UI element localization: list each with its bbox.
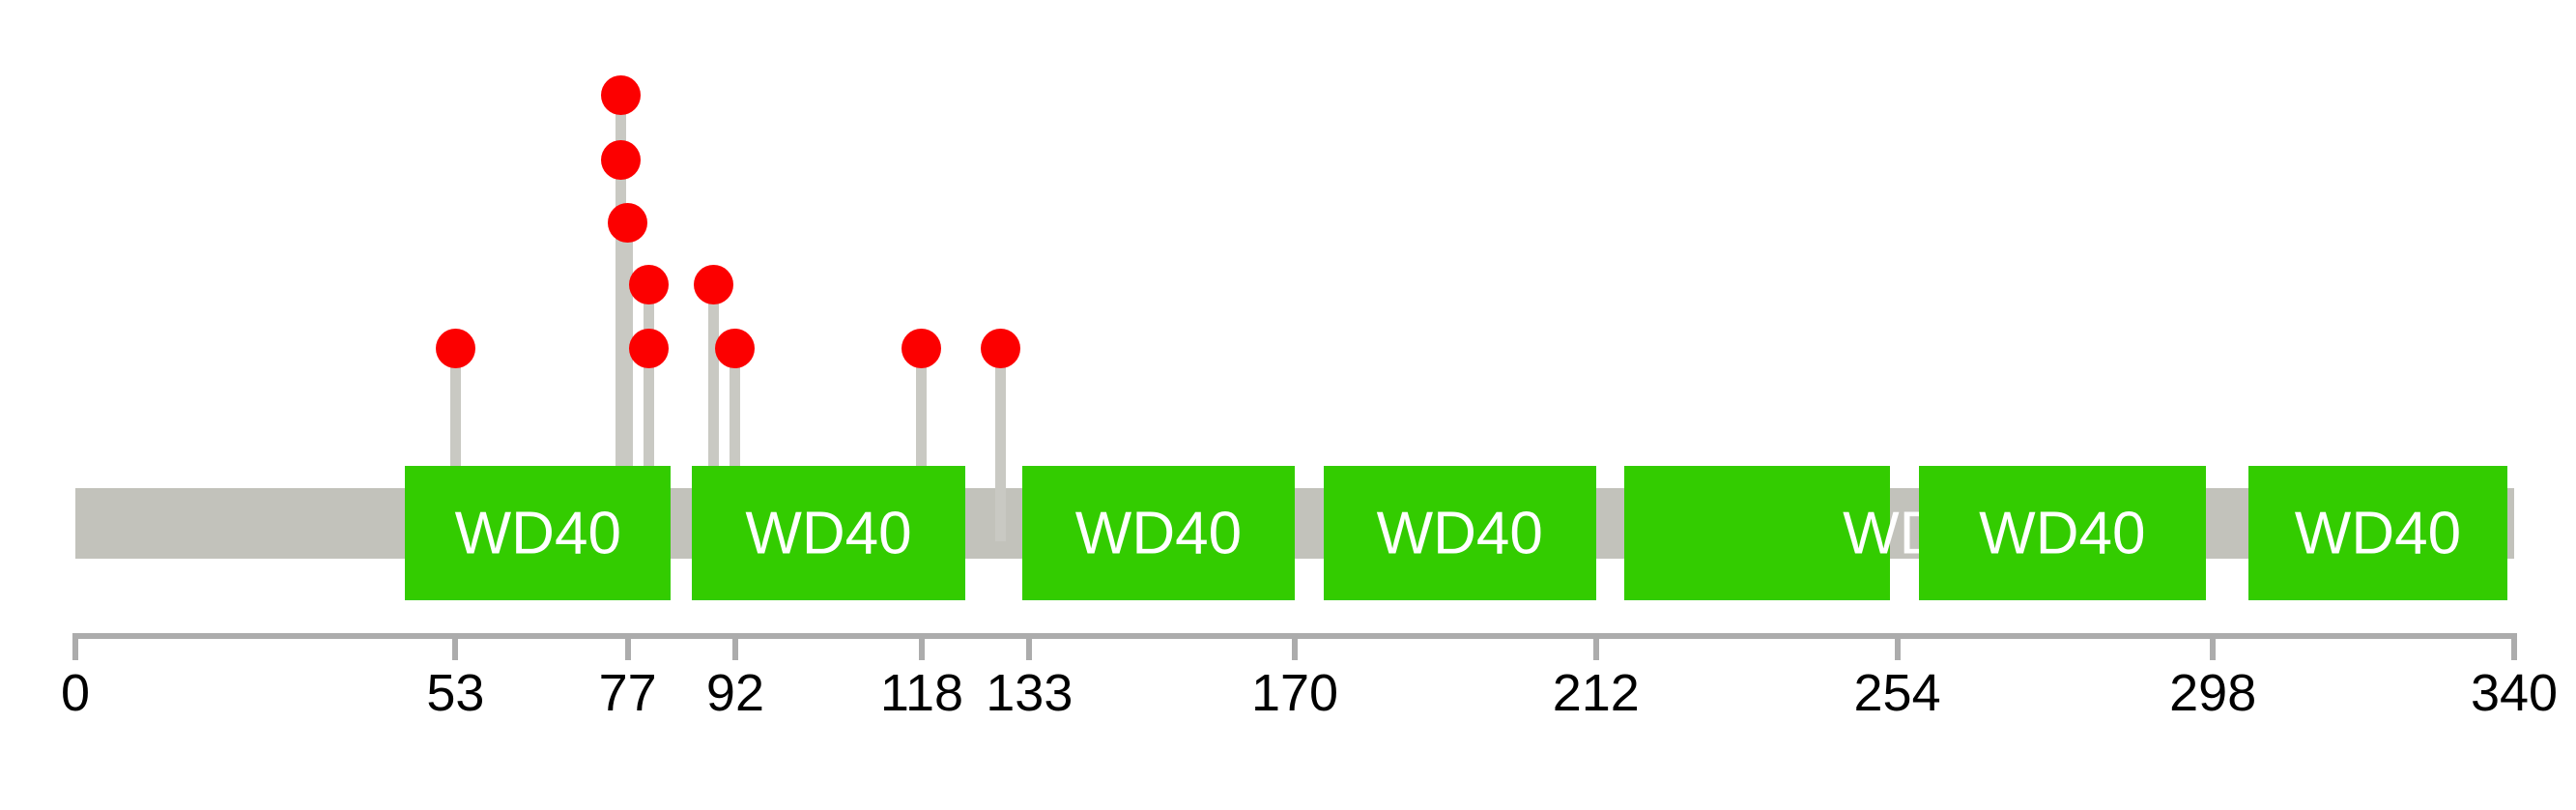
mutation-circle xyxy=(902,328,942,368)
domain-box-wd40: WD40 xyxy=(2248,466,2507,600)
domain-box-wd40: WD40 xyxy=(1323,466,1596,600)
lollipop-stick xyxy=(644,284,655,541)
axis-tick-label: 92 xyxy=(705,664,764,722)
axis-tick xyxy=(918,633,925,660)
mutation-circle xyxy=(694,264,734,304)
axis-tick-label: 77 xyxy=(598,664,657,722)
axis-tick-label: 118 xyxy=(879,664,964,722)
mutation-circle xyxy=(608,202,648,243)
mutation-circle xyxy=(981,328,1021,368)
axis-tick xyxy=(72,633,78,660)
lollipop-stick xyxy=(622,222,634,541)
domain-label: WD40 xyxy=(2294,500,2462,566)
domain-box-wd40: WD40 xyxy=(1918,466,2206,600)
domain-box-wd40: WD40 xyxy=(405,466,672,600)
axis-tick-label: 0 xyxy=(60,664,91,722)
axis-tick xyxy=(2511,633,2517,660)
domain-box-wd40: WD40 xyxy=(692,466,965,600)
lollipop-stick xyxy=(449,348,461,541)
lollipop-stick xyxy=(708,284,720,541)
domain-label: WD40 xyxy=(1376,500,1543,566)
axis-tick-label: 53 xyxy=(426,664,485,722)
axis-tick xyxy=(1894,633,1901,660)
mutation-circle xyxy=(600,74,641,115)
axis-tick-label: 170 xyxy=(1250,664,1339,722)
axis-tick xyxy=(1592,633,1599,660)
domain-box-wd40: WD40 xyxy=(1624,466,2009,600)
mutation-circle xyxy=(600,139,641,180)
domain-label: WD40 xyxy=(745,500,912,566)
domain-label: WD40 xyxy=(1074,500,1243,566)
axis-tick xyxy=(1026,633,1033,660)
axis-tick-label: 340 xyxy=(2470,664,2559,722)
axis-tick-label: 298 xyxy=(2169,664,2257,722)
domain-label: WD40 xyxy=(454,500,621,566)
axis-tick-label: 212 xyxy=(1552,664,1640,722)
axis-tick xyxy=(1292,633,1298,660)
mutation-circle xyxy=(629,328,670,368)
axis-tick xyxy=(624,633,631,660)
axis-tick xyxy=(731,633,738,660)
lollipop-stick xyxy=(995,348,1007,541)
mutation-circle xyxy=(715,328,756,368)
lollipop-stick xyxy=(615,95,626,541)
axis-tick-label: 254 xyxy=(1853,664,1941,722)
axis-tick-label: 133 xyxy=(986,664,1073,722)
lollipop-stick xyxy=(916,348,928,541)
mutation-circle xyxy=(629,264,670,304)
axis-tick xyxy=(2210,633,2217,660)
domain-box-wd40: WD40 xyxy=(1021,466,1295,600)
lollipop-stick xyxy=(730,348,741,541)
axis-tick xyxy=(452,633,459,660)
domain-label: WD40 xyxy=(1979,500,2146,566)
mutation-circle xyxy=(435,328,475,368)
